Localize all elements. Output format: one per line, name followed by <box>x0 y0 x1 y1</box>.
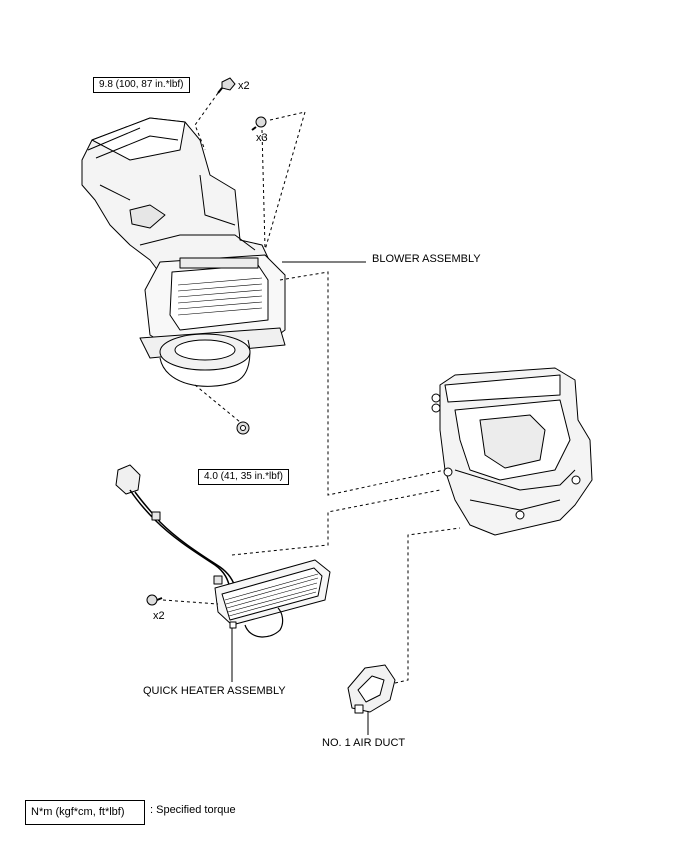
torque-value: 9.8 (100, 87 in.*lbf) <box>99 79 184 90</box>
alignment-lines <box>162 92 461 684</box>
torque-value: 4.0 (41, 35 in.*lbf) <box>204 471 283 482</box>
legend-torque-unit-box: N*m (kgf*cm, ft*lbf) <box>25 800 145 825</box>
air-duct-drawing <box>347 664 396 714</box>
label-blower-assembly: BLOWER ASSEMBLY <box>372 253 481 265</box>
screw-icon-heater <box>146 594 163 606</box>
quantity-upper-bolt: x2 <box>238 80 250 92</box>
label-quick-heater-assembly: QUICK HEATER ASSEMBLY <box>143 685 286 697</box>
hvac-unit-drawing <box>431 367 593 536</box>
quantity-top-screw: x3 <box>256 132 268 144</box>
bolt-icon <box>217 77 236 94</box>
legend-description: : Specified torque <box>150 804 236 816</box>
torque-box-lower-nut: 4.0 (41, 35 in.*lbf) <box>198 469 289 485</box>
torque-box-upper-bolt: 9.8 (100, 87 in.*lbf) <box>93 77 190 93</box>
blower-assembly-drawing <box>81 117 286 387</box>
nut-icon <box>236 421 250 435</box>
label-no1-air-duct: NO. 1 AIR DUCT <box>322 737 406 749</box>
quick-heater-drawing <box>115 464 331 638</box>
screw-icon-top <box>251 116 267 131</box>
leader-lines <box>231 261 369 735</box>
quantity-heater-screw: x2 <box>153 610 165 622</box>
